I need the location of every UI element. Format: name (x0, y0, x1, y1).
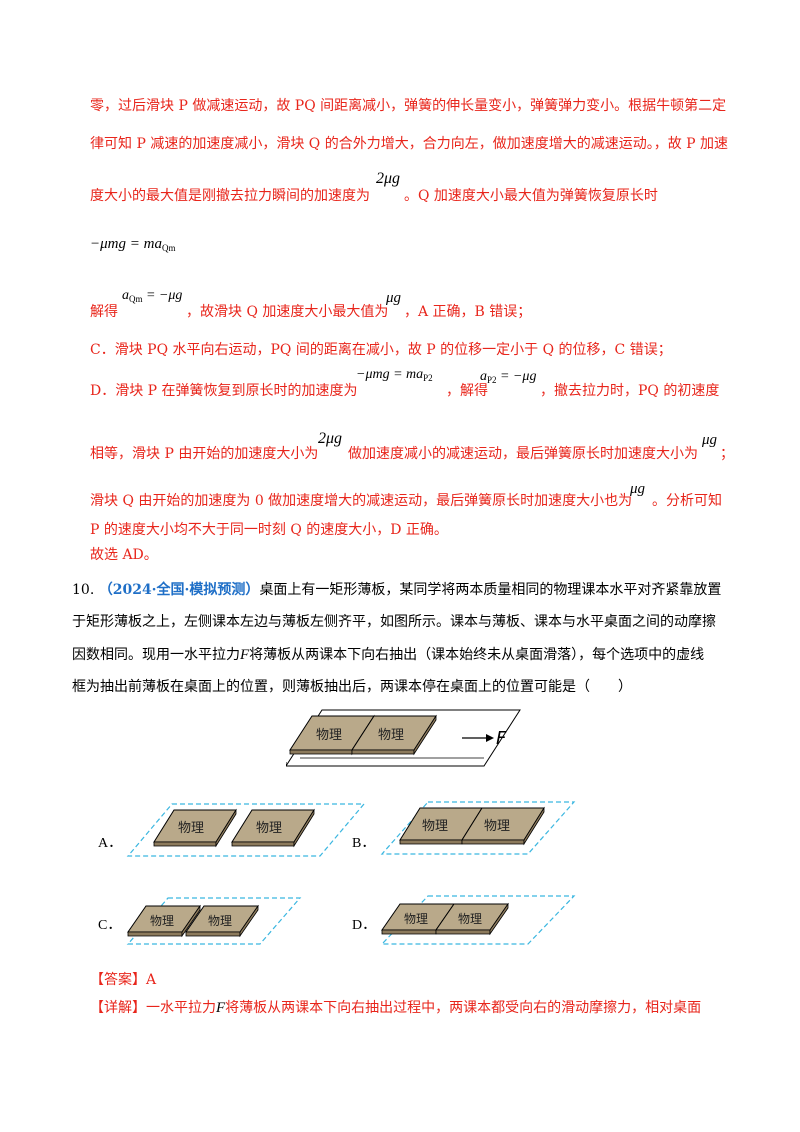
formula-p2: −μmg = maP2 (356, 367, 433, 383)
option-b-figure: 物理 物理 (380, 801, 576, 855)
equation-q-max: −μmg = maQm (90, 236, 175, 253)
question-text: 桌面上有一矩形薄板，某同学将两本质量相同的物理课本水平对齐紧靠放置 (259, 582, 722, 598)
equation-subscript: Qm (161, 243, 176, 253)
book-label: 物理 (458, 912, 482, 926)
formula-text: −μmg = ma (356, 367, 424, 382)
formula-subscript: P2 (487, 375, 497, 385)
formula-mug: μg (386, 290, 402, 306)
solution-text: ，解得 (446, 383, 488, 399)
book-label: 物理 (208, 914, 232, 928)
formula-subscript: P2 (423, 373, 433, 383)
option-a-label: A． (98, 836, 123, 851)
detail-label: 【详解】 (90, 1000, 146, 1016)
book-label: 物理 (484, 819, 510, 834)
formula-mug: μg (630, 481, 646, 497)
option-b-label: B． (352, 836, 376, 851)
question-text: 于矩形薄板之上，左侧课本左边与薄板左侧齐平，如图所示。课本与薄板、课本与水平桌面… (72, 614, 716, 630)
book-label: 物理 (150, 914, 174, 928)
detail-text: 一水平拉力 (146, 1000, 216, 1016)
solution-text: ，A 正确，B 错误； (404, 304, 532, 320)
book-label: 物理 (378, 728, 404, 743)
solution-line-2: 律可知 P 减速的加速度减小，滑块 Q 的合外力增大，合力向左，做加速度增大的减… (90, 136, 729, 152)
solution-text: 。Q 加速度大小最大值为弹簧恢复原长时 (404, 188, 658, 204)
solution-conclusion: 故选 AD。 (90, 547, 158, 563)
book-label: 物理 (422, 819, 448, 834)
solution-line-d-end: P 的速度大小均不大于同一时刻 Q 的速度大小，D 正确。 (90, 522, 448, 538)
formula-ap2: aP2 = −μg (480, 369, 536, 385)
solution-line-3: 度大小的最大值是刚撤去拉力瞬间的加速度为 (90, 186, 370, 206)
question-text: 因数相同。现用一水平拉力 (72, 647, 240, 663)
question-text-line-3: 因数相同。现用一水平拉力F将薄板从两课本下向右抽出（课本始终未从桌面滑落），每个… (72, 645, 704, 665)
solution-text: 做加速度减小的减速运动，最后弹簧原长时加速度大小为 (348, 446, 698, 462)
solution-text: ，撤去拉力时，PQ 的初速度 (540, 383, 720, 399)
option-c-label: C． (98, 918, 122, 933)
question-text: 框为抽出前薄板在桌面上的位置，则薄板抽出后，两课本停在桌面上的位置可能是（ ） (72, 679, 632, 695)
source-tag: （2024·全国·模拟预测） (98, 582, 260, 598)
book-label: 物理 (178, 821, 204, 836)
solution-text: 相等，滑块 P 由开始的加速度大小为 (90, 446, 319, 462)
force-symbol: F (240, 647, 250, 663)
formula-symbol: a (122, 288, 129, 303)
force-symbol: F (216, 1000, 226, 1016)
formula-symbol: a (480, 369, 487, 384)
solution-text: ，故滑块 Q 加速度大小最大值为 (186, 304, 389, 320)
option-c-figure: 物理 物理 (126, 897, 302, 945)
book-label: 物理 (316, 728, 342, 743)
solution-text: 度大小的最大值是刚撤去拉力瞬间的加速度为 (90, 188, 370, 204)
answer-label: 【答案】 (90, 972, 146, 988)
detail-line: 【详解】一水平拉力F将薄板从两课本下向右抽出过程中，两课本都受向右的滑动摩擦力，… (90, 998, 701, 1018)
formula-aqm: aQm = −μg (122, 288, 182, 304)
question-number: 10. (72, 582, 95, 598)
question-first-line: 10. （2024·全国·模拟预测）桌面上有一矩形薄板，某同学将两本质量相同的物… (72, 580, 721, 600)
option-a-figure: 物理 物理 (126, 803, 366, 857)
solution-text: 。分析可知 (652, 493, 722, 509)
equation-text: −μmg = ma (90, 236, 162, 252)
option-d-figure: 物理 物理 (380, 895, 576, 945)
dashed-frame (126, 803, 366, 857)
solution-text: 滑块 Q 由开始的加速度为 0 做加速度增大的减速运动，最后弹簧原长时加速度大小… (90, 493, 633, 509)
option-d-label: D． (352, 918, 377, 933)
dashed-frame (380, 801, 576, 855)
answer-value: A (146, 972, 157, 988)
force-label: F (496, 728, 507, 749)
book-label: 物理 (256, 821, 282, 836)
answer-line: 【答案】A (90, 970, 156, 990)
formula-rest: = −μg (496, 369, 537, 384)
formula-rest: = −μg (142, 288, 183, 303)
formula-mug: μg (702, 432, 718, 448)
formula-2mug: 2μg (376, 170, 401, 187)
solution-text: 解得 (90, 304, 118, 320)
solution-text: D．滑块 P 在弹簧恢复到原长时的加速度为 (90, 383, 358, 399)
solution-line-1: 零，过后滑块 P 做减速运动，故 PQ 间距离减小，弹簧的伸长量变小，弹簧弹力变… (90, 98, 727, 114)
solution-line-c: C．滑块 PQ 水平向右运动，PQ 间的距离在减小，故 P 的位移一定小于 Q … (90, 342, 672, 358)
solution-text: ； (720, 446, 734, 462)
detail-text: 将薄板从两课本下向右抽出过程中，两课本都受向右的滑动摩擦力，相对桌面 (225, 1000, 702, 1016)
formula-subscript: Qm (129, 294, 143, 304)
formula-2mug: 2μg (318, 430, 343, 447)
main-figure: 物理 物理 F (286, 709, 521, 767)
question-text: 将薄板从两课本下向右抽出（课本始终未从桌面滑落），每个选项中的虚线 (249, 647, 705, 663)
book-label: 物理 (404, 912, 428, 926)
